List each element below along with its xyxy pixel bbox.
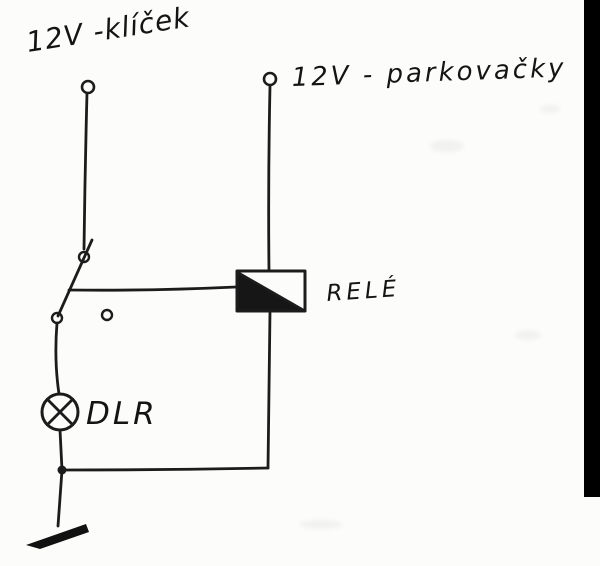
label-12v-key: 12V -klíček (24, 0, 193, 59)
relay-symbol (235, 269, 307, 313)
relay-label: RELÉ (325, 274, 401, 307)
wire-relay-to-junction (266, 309, 272, 470)
terminal-key (80, 79, 96, 95)
lamp-symbol (40, 392, 80, 432)
wire-key-to-switch (82, 91, 89, 251)
wire-switch-to-lamp (54, 321, 61, 396)
label-12v-parking: 12V - parkovačky (291, 53, 567, 93)
wire-junction-to-ground (56, 468, 64, 528)
terminal-parking (262, 71, 278, 87)
scan-noise-smudge (300, 520, 342, 529)
wire-bottom (61, 466, 270, 472)
switch (50, 238, 114, 325)
relay-diagonal (235, 270, 307, 313)
wire-switch-to-relay (67, 285, 238, 292)
scan-artifact-bar (584, 0, 600, 497)
switch-pivot (77, 250, 91, 264)
wire-parking-to-relay (267, 84, 272, 273)
switch-blade (56, 238, 94, 318)
lamp-cross (45, 397, 75, 427)
scan-noise-smudge (430, 140, 464, 152)
wire-lamp-to-junction (58, 428, 64, 472)
switch-contact (50, 311, 64, 325)
lamp-label: DLR (86, 396, 158, 432)
relay-box (235, 269, 307, 313)
scan-noise-smudge (540, 105, 560, 113)
lamp-circle (40, 392, 80, 432)
ground-symbol (26, 524, 89, 549)
scan-noise-smudge (515, 330, 541, 340)
switch-aux-contact (100, 308, 114, 322)
junction-dot (57, 465, 67, 475)
